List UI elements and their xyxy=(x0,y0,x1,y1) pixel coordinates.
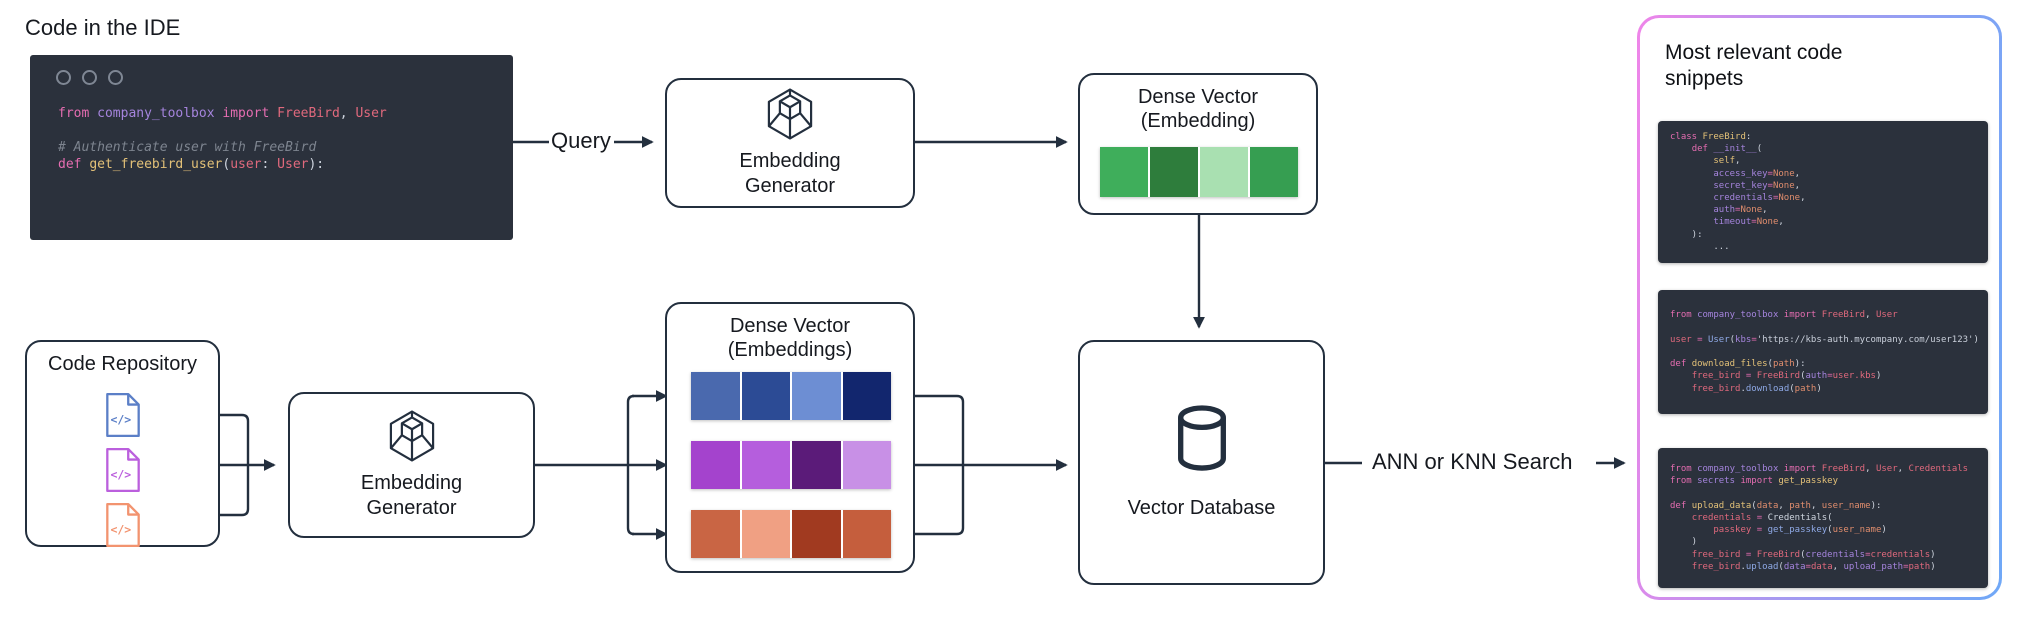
results-panel-inner: Most relevant code snippets class FreeBi… xyxy=(1640,18,1999,597)
code-repository-box: Code Repository </> </> </> xyxy=(25,340,220,548)
svg-text:</>: </> xyxy=(110,412,131,426)
search-label: ANN or KNN Search xyxy=(1372,449,1573,474)
embedding-generator-top-box: Embedding Generator xyxy=(665,78,915,208)
results-panel-title: Most relevant code snippets xyxy=(1665,41,1843,91)
vector-cell xyxy=(741,441,790,489)
code-snippet: class FreeBird: def __init__( self, acce… xyxy=(1658,121,1988,263)
node-label: Embedding Generator xyxy=(739,150,841,197)
node-label: Embedding Generator xyxy=(360,472,463,519)
cube-icon xyxy=(767,88,813,140)
vector-cell xyxy=(792,510,841,558)
node-title: Code Repository xyxy=(48,353,197,375)
embedding-vector-cells-orange xyxy=(691,510,891,558)
cube-icon xyxy=(389,410,434,462)
code-file-icons: </> </> </> xyxy=(27,392,218,548)
vector-cell xyxy=(792,441,841,489)
svg-text:</>: </> xyxy=(110,522,131,536)
vector-cell xyxy=(842,441,891,489)
window-dot-icon xyxy=(82,70,97,85)
embedding-generator-bottom-box: Embedding Generator xyxy=(288,392,535,538)
code-snippet: from company_toolbox import FreeBird, Us… xyxy=(1658,290,1988,414)
database-cylinder-icon xyxy=(1177,405,1226,471)
ide-title: Code in the IDE xyxy=(25,15,181,40)
embedding-vector-cells-purple xyxy=(691,441,891,489)
node-title: Dense Vector (Embedding) xyxy=(1137,86,1259,132)
dense-vector-bottom-box: Dense Vector (Embeddings) xyxy=(665,302,915,573)
dense-vector-top-box: Dense Vector (Embedding) xyxy=(1078,73,1318,215)
vector-cell xyxy=(1200,147,1248,197)
vector-database-box: Vector Database xyxy=(1078,340,1325,585)
editor-code: from company_toolbox import FreeBird, Us… xyxy=(58,106,387,172)
vector-cell xyxy=(842,372,891,420)
vector-cell xyxy=(1150,147,1198,197)
vector-cell xyxy=(1100,147,1148,197)
vector-cell xyxy=(842,510,891,558)
vector-cell xyxy=(1250,147,1298,197)
embedding-vector-cells-blue xyxy=(691,372,891,420)
vector-cell xyxy=(691,441,740,489)
window-dot-icon xyxy=(108,70,123,85)
window-controls xyxy=(56,70,123,85)
window-dot-icon xyxy=(56,70,71,85)
vector-cell xyxy=(792,372,841,420)
code-editor: from company_toolbox import FreeBird, Us… xyxy=(30,55,513,240)
results-panel: Most relevant code snippets class FreeBi… xyxy=(1637,15,2002,600)
node-label: Vector Database xyxy=(1127,497,1276,519)
vector-cell xyxy=(741,372,790,420)
code-file-icon: </> xyxy=(105,447,140,493)
code-snippet: from company_toolbox import FreeBird, Us… xyxy=(1658,448,1988,588)
node-title: Dense Vector (Embeddings) xyxy=(727,315,853,361)
vector-cell xyxy=(741,510,790,558)
embedding-vector-cells xyxy=(1100,147,1298,197)
query-label: Query xyxy=(551,128,611,153)
vector-cell xyxy=(691,510,740,558)
svg-text:</>: </> xyxy=(110,467,131,481)
code-file-icon: </> xyxy=(105,392,140,438)
code-file-icon: </> xyxy=(105,502,140,548)
vector-cell xyxy=(691,372,740,420)
